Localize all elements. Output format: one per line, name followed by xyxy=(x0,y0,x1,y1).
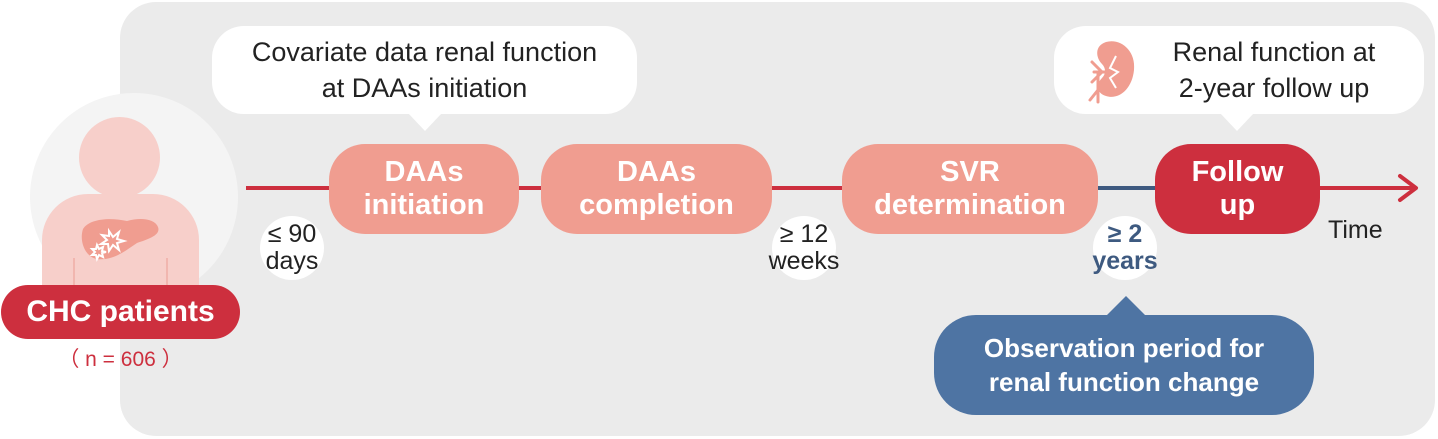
phase-daas-completion: DAAs completion xyxy=(541,144,772,234)
phase-label-line2: determination xyxy=(874,189,1066,221)
renal-line2: 2-year follow up xyxy=(1178,73,1370,103)
shirt-line xyxy=(73,258,75,294)
interval-days-unit: days xyxy=(265,247,319,275)
renal-line1: Renal function at xyxy=(1172,37,1376,67)
phase-daas-initiation: DAAs initiation xyxy=(329,144,519,234)
phase-label-line1: Follow xyxy=(1191,156,1284,188)
interval-weeks: ≥ 12 weeks xyxy=(769,216,839,280)
covariate-bubble: Covariate data renal function at DAAs in… xyxy=(212,26,637,114)
observation-period-callout: Observation period for renal function ch… xyxy=(934,315,1314,415)
observation-line2: renal function change xyxy=(988,367,1260,397)
phase-label-line2: initiation xyxy=(363,189,485,221)
timeline-arrowhead xyxy=(1398,174,1418,202)
phase-label-line1: DAAs xyxy=(384,156,464,188)
person-head-icon xyxy=(79,117,160,198)
phase-svr-determination: SVR determination xyxy=(842,144,1098,234)
interval-years-value: ≥ 2 xyxy=(1107,220,1143,248)
covariate-bubble-tail xyxy=(408,113,442,131)
phase-label-line1: DAAs xyxy=(617,156,696,188)
shirt-line xyxy=(166,258,168,294)
interval-days: ≤ 90 days xyxy=(260,216,324,280)
covariate-line1: Covariate data renal function xyxy=(251,37,598,67)
interval-weeks-value: ≥ 12 xyxy=(779,220,829,248)
phase-label-line2: up xyxy=(1219,189,1256,221)
observation-tail xyxy=(1106,296,1146,316)
phase-label-line2: completion xyxy=(579,189,734,221)
kidney-icon xyxy=(1088,41,1135,104)
interval-years: ≥ 2 years xyxy=(1092,216,1158,280)
patient-count: （ n = 606 ） xyxy=(58,348,183,371)
covariate-line2: at DAAs initiation xyxy=(321,73,528,103)
phase-follow-up: Follow up xyxy=(1155,144,1320,234)
observation-line1: Observation period for xyxy=(983,333,1265,363)
interval-days-value: ≤ 90 xyxy=(267,220,317,248)
interval-weeks-unit: weeks xyxy=(768,247,840,275)
phase-label-line1: SVR xyxy=(940,156,1000,188)
chc-patients-badge: CHC patients xyxy=(1,285,240,339)
time-axis-label: Time xyxy=(1328,216,1383,244)
interval-years-unit: years xyxy=(1092,247,1158,275)
liver-icon xyxy=(81,219,159,262)
renal-bubble-tail xyxy=(1220,113,1254,131)
